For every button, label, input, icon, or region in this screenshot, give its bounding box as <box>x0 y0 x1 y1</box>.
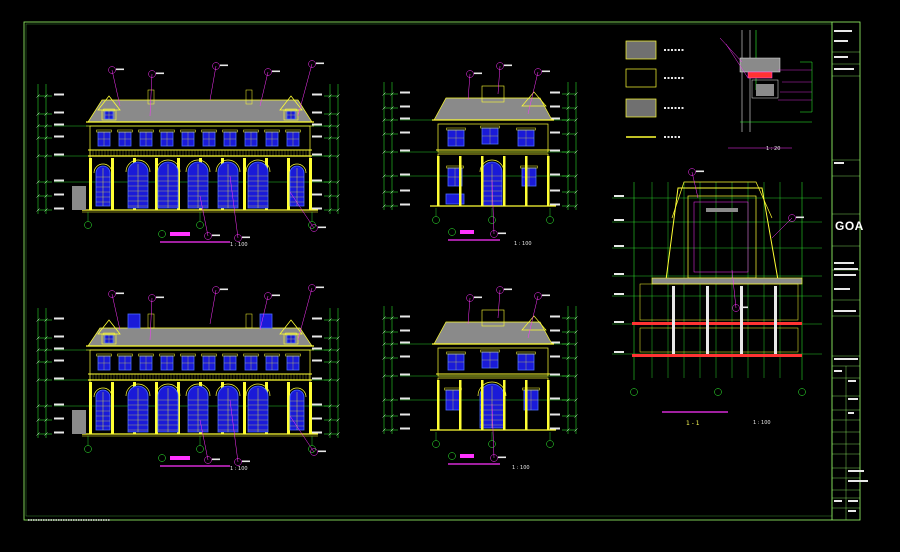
wall-section-detail <box>719 30 813 149</box>
scale-label-section: 1 : 100 <box>753 420 771 426</box>
title-block <box>831 22 868 520</box>
scale-label-detail: 1 : 20 <box>766 146 781 152</box>
section-1-1 <box>612 168 822 413</box>
scale-label-side-right: 1 : 100 <box>514 241 532 247</box>
front-elevation <box>36 60 340 243</box>
scale-label-side-left: 1 : 100 <box>512 465 530 471</box>
scale-label-rear: 1 : 100 <box>230 466 248 472</box>
rear-elevation <box>36 284 340 467</box>
section-title: 1 - 1 <box>686 420 700 427</box>
company-logo: GOA <box>835 219 864 233</box>
left-side-elevation <box>382 286 578 465</box>
sheet-frame <box>23 21 861 521</box>
right-side-elevation <box>382 62 578 241</box>
scale-label-front: 1 : 100 <box>230 242 248 248</box>
material-legend <box>625 40 684 138</box>
